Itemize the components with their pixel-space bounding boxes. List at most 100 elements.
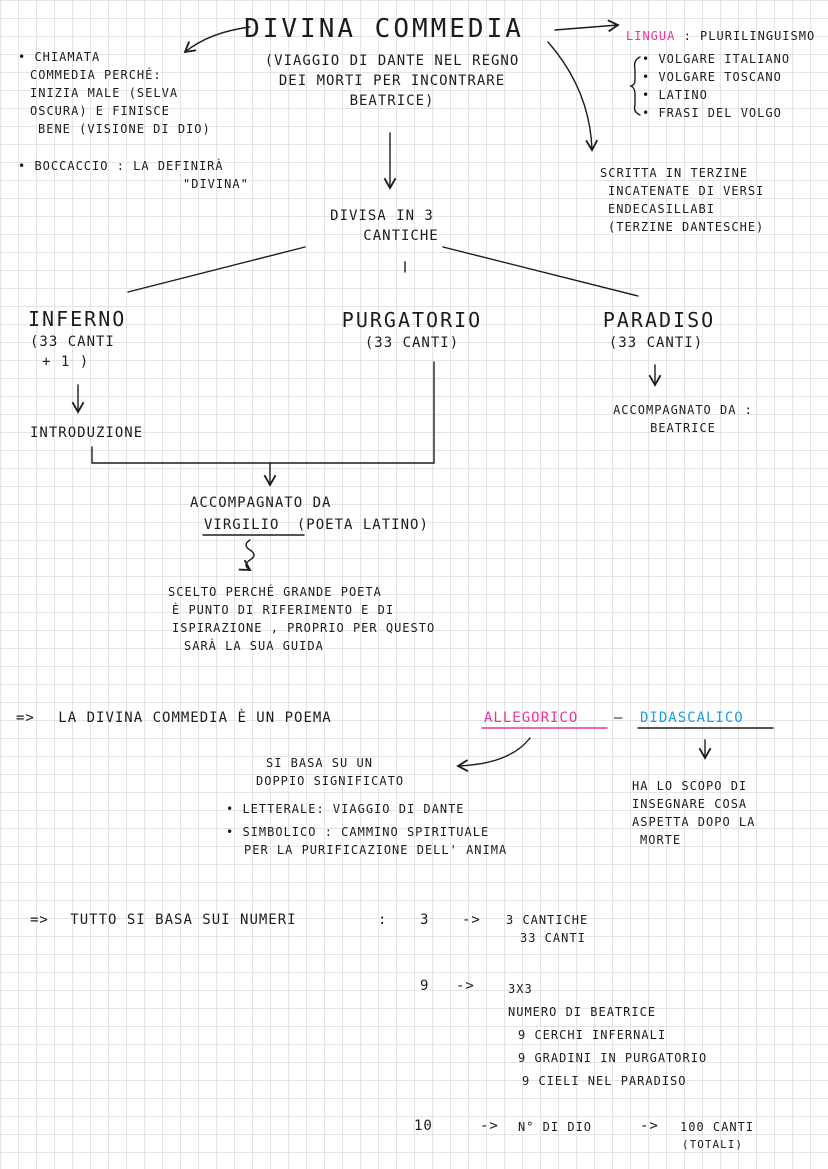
list-item: 100 canti bbox=[680, 1120, 755, 1134]
note-line: doppio significato bbox=[256, 774, 405, 788]
list-item: 3 cantiche bbox=[506, 913, 589, 927]
divisa-line: Divisa in 3 bbox=[330, 208, 434, 224]
note-line: incatenate di versi bbox=[608, 184, 765, 198]
poema-text: La Divina Commedia è un poema bbox=[58, 710, 332, 726]
inferno-detail: (33 canti + 1 ) bbox=[30, 332, 115, 372]
number-9: 9 bbox=[420, 978, 430, 994]
subtitle: (Viaggio di Dante nel regno dei morti pe… bbox=[265, 51, 520, 111]
arrow-to-terzine bbox=[547, 41, 599, 152]
cantica-purgatorio: Purgatorio bbox=[341, 308, 483, 332]
lingua-list: • volgare italiano • volgare toscano • l… bbox=[642, 50, 790, 122]
cantica-inferno: Inferno bbox=[28, 307, 127, 331]
significato-note: Si basa su un doppio significato bbox=[256, 754, 404, 790]
cantica-paradiso: Paradiso bbox=[602, 308, 716, 332]
page-title: Divina Commedia bbox=[244, 14, 524, 44]
number-10-arrow: -> bbox=[480, 1118, 499, 1134]
reason-line: ispirazione , proprio per questo bbox=[172, 621, 436, 635]
virgilio-desc: (poeta latino) bbox=[296, 517, 429, 533]
list-item: • volgare toscano bbox=[642, 70, 782, 84]
virgilio-reason: Scelto perché grande poeta è punto di ri… bbox=[168, 583, 435, 655]
list-item: • volgare italiano bbox=[642, 52, 791, 66]
numeri-text: Tutto si basa sui numeri bbox=[70, 912, 297, 928]
number-10-label: N° di Dio bbox=[518, 1120, 593, 1134]
join-bracket bbox=[91, 361, 435, 464]
lingua-rest: : plurilinguismo bbox=[683, 29, 816, 43]
virgilio-line: Virgilio (poeta latino) bbox=[204, 515, 429, 535]
list-item: 3x3 bbox=[508, 982, 533, 996]
virgilio-name: Virgilio bbox=[204, 517, 280, 533]
number-10-extra: 100 canti (totali) bbox=[680, 1118, 754, 1154]
numeri-line: => Tutto si basa sui numeri bbox=[30, 910, 297, 930]
divisa-line: cantiche bbox=[363, 228, 439, 244]
list-item: 33 canti bbox=[520, 931, 586, 945]
terzine-note: Scritta in terzine incatenate di versi e… bbox=[596, 164, 764, 236]
implies-arrow: => bbox=[30, 912, 49, 928]
introduzione-label: Introduzione bbox=[30, 425, 144, 441]
list-item: • frasi del volgo bbox=[642, 106, 782, 120]
note-line: per la purificazione dell' anima bbox=[244, 843, 508, 857]
number-3-list: 3 cantiche 33 canti bbox=[506, 911, 588, 947]
poema-dash: – bbox=[614, 710, 624, 726]
allegorico-label: Allegorico bbox=[484, 710, 579, 726]
note-line: Scritta in terzine bbox=[600, 166, 749, 180]
boccaccio-note: • Boccaccio : la definirà "Divina" bbox=[18, 157, 249, 193]
number-3: 3 bbox=[420, 912, 430, 928]
note-line: bene (visione di Dio) bbox=[38, 122, 211, 136]
subtitle-line: Beatrice) bbox=[349, 93, 435, 109]
list-item: 9 cieli nel paradiso bbox=[522, 1074, 687, 1088]
commedia-note: • Chiamata Commedia perché: inizia male … bbox=[18, 48, 211, 138]
lingua-heading: Lingua : plurilinguismo bbox=[626, 27, 815, 45]
number-10: 10 bbox=[414, 1118, 433, 1134]
list-item: 9 cerchi infernali bbox=[518, 1028, 667, 1042]
note-line: aspetta dopo la bbox=[632, 815, 756, 829]
number-3-arrow: -> bbox=[462, 912, 481, 928]
number-10-arrow-2: -> bbox=[640, 1118, 659, 1134]
reason-line: è punto di riferimento e di bbox=[172, 603, 395, 617]
reason-line: sarà la sua guida bbox=[184, 639, 324, 653]
note-line: • Chiamata bbox=[18, 50, 101, 64]
note-line: (terzine dantesche) bbox=[608, 220, 765, 234]
arrow-to-lingua bbox=[554, 19, 620, 33]
scopo-note: Ha lo scopo di insegnare cosa aspetta do… bbox=[632, 777, 755, 849]
list-item: • latino bbox=[642, 88, 708, 102]
poema-line: => La Divina Commedia è un poema bbox=[16, 708, 332, 728]
note-line: oscura) e finisce bbox=[30, 104, 170, 118]
detail-line: + 1 ) bbox=[42, 354, 90, 370]
numeri-colon: : bbox=[378, 912, 388, 928]
note-line: morte bbox=[640, 833, 682, 847]
accompagnato-da: Accompagnato da bbox=[190, 495, 332, 511]
list-item: numero di Beatrice bbox=[508, 1005, 657, 1019]
lingua-label: Lingua bbox=[626, 29, 676, 43]
note-line: Beatrice bbox=[650, 421, 716, 435]
number-9-list: 3x3 numero di Beatrice 9 cerchi infernal… bbox=[508, 978, 707, 1093]
note-line: inizia male (selva bbox=[30, 86, 179, 100]
list-item: (totali) bbox=[682, 1138, 743, 1151]
note-line: endecasillabi bbox=[608, 202, 715, 216]
arrow-allegorico-significato bbox=[456, 737, 531, 773]
subtitle-line: (Viaggio di Dante nel regno bbox=[264, 53, 520, 69]
number-9-arrow: -> bbox=[456, 978, 475, 994]
arrow-to-left-notes bbox=[183, 26, 251, 54]
implies-arrow: => bbox=[16, 710, 35, 726]
beatrice-note: Accompagnato da : Beatrice bbox=[613, 401, 753, 437]
note-line: • Boccaccio : la definirà bbox=[18, 159, 224, 173]
note-line: Si basa su un bbox=[266, 756, 373, 770]
note-line: insegnare cosa bbox=[632, 797, 748, 811]
divisa-label: Divisa in 3 cantiche bbox=[325, 206, 438, 246]
paradiso-detail: (33 canti) bbox=[608, 335, 704, 351]
note-line: Commedia perché: bbox=[30, 68, 162, 82]
simbolico-note: • Simbolico : cammino spirituale per la … bbox=[226, 823, 507, 859]
note-line: Ha lo scopo di bbox=[632, 779, 748, 793]
reason-line: Scelto perché grande poeta bbox=[168, 585, 382, 599]
subtitle-line: dei morti per incontrare bbox=[278, 73, 506, 89]
lingua-brace bbox=[628, 56, 641, 116]
letterale-note: • Letterale: viaggio di Dante bbox=[226, 802, 465, 816]
detail-line: (33 canti bbox=[30, 334, 115, 350]
branch-to-paradiso bbox=[442, 246, 639, 297]
purgatorio-detail: (33 canti) bbox=[364, 335, 460, 351]
note-line: "Divina" bbox=[183, 177, 249, 191]
squiggle-arrow bbox=[238, 539, 255, 571]
branch-to-inferno bbox=[127, 246, 306, 293]
didascalico-label: Didascalico bbox=[640, 710, 744, 726]
